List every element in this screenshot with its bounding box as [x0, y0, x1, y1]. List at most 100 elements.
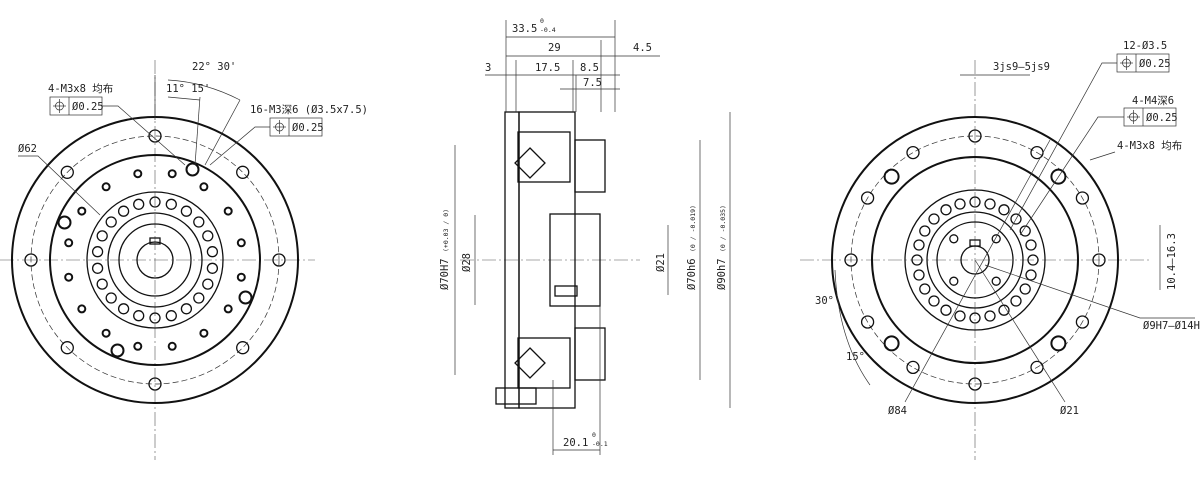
threaded-hole	[133, 169, 143, 179]
threaded-hole	[101, 328, 111, 338]
roller	[1025, 269, 1037, 281]
mount-holes-tolerance: Ø0.25	[72, 101, 104, 113]
roller	[940, 304, 952, 316]
dim-29: 29	[548, 42, 561, 54]
roller	[984, 198, 996, 210]
roller	[954, 198, 966, 210]
roller	[1010, 295, 1022, 307]
holes-12-tolerance: Ø0.25	[1139, 58, 1171, 70]
bearing-lower	[517, 337, 571, 389]
flange-hole	[844, 253, 858, 267]
dim-17-5: 17.5	[535, 62, 560, 74]
dia-70H7: Ø70H7	[439, 258, 451, 290]
threaded-hole	[167, 169, 177, 179]
overall-length-tol-lower: -0.4	[540, 26, 556, 34]
threaded-hole	[101, 182, 111, 192]
threaded-hole	[77, 206, 87, 216]
flange-hole	[148, 129, 162, 143]
m3-hole	[1050, 168, 1067, 185]
roller	[919, 225, 931, 237]
angle-15: 15°	[846, 351, 865, 363]
roller	[202, 278, 214, 290]
roller	[969, 196, 981, 208]
flange-hole	[272, 253, 286, 267]
roller	[193, 292, 205, 304]
key-depth-label: 10.4—16.3	[1166, 233, 1178, 290]
bolt-circle	[850, 135, 1100, 385]
bearing-upper	[517, 131, 571, 183]
roller	[1027, 254, 1039, 266]
hub	[936, 221, 1014, 299]
m4-hole	[949, 234, 959, 244]
mount-hole	[57, 215, 72, 230]
holes-12-label: 12-Ø3.5	[1123, 40, 1167, 52]
roller	[133, 310, 145, 322]
mount-hole	[110, 343, 125, 358]
angle-arc-11-15	[167, 96, 201, 101]
flange-hole	[24, 253, 38, 267]
m4-tolerance: Ø0.25	[1146, 112, 1178, 124]
angle-11-15: 11° 15'	[166, 83, 210, 95]
flange-hole	[968, 129, 982, 143]
threaded-hole	[167, 341, 177, 351]
m4-hole	[991, 234, 1001, 244]
roller	[928, 213, 940, 225]
rear-view: 3js9—5js9 12-Ø3.5 Ø0.25 4-M4深6 Ø0.25 4-M…	[800, 40, 1200, 460]
leader	[102, 105, 186, 166]
roller	[96, 230, 108, 242]
leader	[974, 259, 1066, 403]
roller	[91, 246, 104, 258]
flange-hole	[148, 377, 162, 391]
front-view: 22° 30' 11° 15' 4-M3x8 均布 Ø0.25 16-M3深6 …	[0, 60, 368, 460]
outer-flange	[831, 116, 1119, 404]
angle-arc-22-30	[167, 79, 241, 101]
flange-hole	[906, 145, 920, 160]
dia-21: Ø21	[1060, 405, 1079, 417]
dim-8-5: 8.5	[580, 62, 599, 74]
angle-30: 30°	[815, 295, 834, 307]
roller	[1025, 239, 1037, 251]
roller	[913, 269, 925, 281]
pcd-84: Ø84	[888, 405, 907, 417]
leader	[1019, 116, 1124, 236]
roller	[180, 303, 193, 315]
overall-length-tol-upper: 0	[540, 17, 544, 25]
mount-holes-label: 4-M3x8 均布	[48, 83, 113, 95]
keyway-label: 3js9—5js9	[993, 61, 1050, 73]
roller	[1010, 213, 1022, 225]
flange-hole	[236, 341, 250, 355]
threaded-hole	[199, 182, 209, 192]
flange-hole	[906, 360, 920, 375]
bore-label: Ø9H7—Ø14H7	[1143, 320, 1200, 332]
roller	[133, 198, 145, 210]
roller	[96, 278, 108, 290]
flange-hole	[60, 341, 74, 355]
inner-ring	[871, 156, 1079, 364]
roller	[984, 310, 996, 322]
threaded-holes-label: 16-M3深6 (Ø3.5x7.5)	[250, 104, 368, 116]
roller	[940, 204, 952, 216]
roller	[117, 205, 130, 217]
dia-90h7-tol: (0 / -0.035)	[719, 205, 727, 252]
flange-hole	[860, 191, 875, 205]
side-view: 33.5 0 -0.4 29 4.5 3 17.5 8.5 7.5 Ø70H7 …	[439, 17, 731, 455]
roller	[91, 262, 104, 274]
threaded-hole	[133, 341, 143, 351]
roller	[1019, 283, 1031, 295]
dim-4-5: 4.5	[633, 42, 652, 54]
hub	[118, 223, 192, 297]
flange-hole	[236, 165, 250, 179]
roller-lower	[514, 347, 546, 379]
mount-hole	[238, 290, 253, 305]
dia-70h6-tol: (0 / -0.019)	[689, 205, 697, 252]
mount-hole	[185, 162, 200, 177]
roller	[928, 295, 940, 307]
roller	[919, 283, 931, 295]
bearing-inner	[107, 212, 203, 308]
dia-21: Ø21	[655, 253, 667, 272]
threaded-hole	[64, 238, 74, 248]
m4-label: 4-M4深6	[1132, 95, 1174, 107]
dia-70H7-tol: (+0.03 / 0)	[442, 209, 450, 252]
